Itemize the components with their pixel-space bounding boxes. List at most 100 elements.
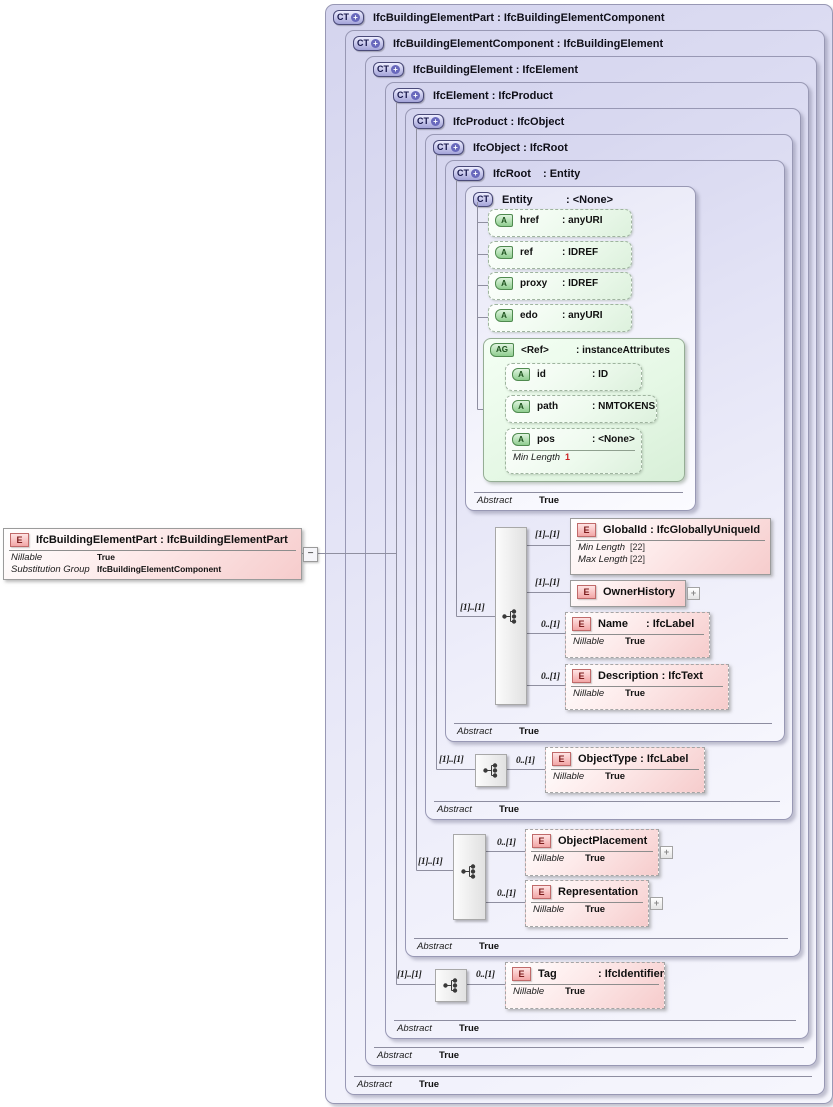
element-icon: E	[572, 669, 591, 683]
attribute-title: proxy: IDREF	[520, 278, 599, 289]
complex-type-badge-label: CT	[417, 116, 429, 126]
expand-icon: +	[431, 117, 440, 126]
sequence-group-ifcobject[interactable]	[475, 754, 507, 787]
complex-type-icon[interactable]: CT+	[353, 36, 384, 51]
expand-toggle[interactable]: +	[650, 897, 663, 910]
attribute-title: edo: anyURI	[520, 310, 603, 321]
attribute-box-href[interactable]: A href: anyURI	[488, 209, 632, 237]
element-title: ObjectType : IfcLabel	[578, 753, 689, 765]
type-box-header[interactable]: CT+ IfcBuildingElementComponent : IfcBui…	[353, 35, 663, 52]
type-box-header[interactable]: CT+ IfcProduct : IfcObject	[413, 113, 564, 130]
element-icon: E	[532, 885, 551, 899]
attribute-box-id[interactable]: A id: ID	[505, 363, 642, 391]
attribute-icon: A	[512, 400, 530, 413]
cardinality-label: [1]..[1]	[418, 857, 443, 867]
expand-icon: +	[351, 13, 360, 22]
type-box-header[interactable]: CT+ IfcElement : IfcProduct	[393, 87, 553, 104]
divider	[576, 540, 765, 541]
attribute-icon: A	[495, 277, 513, 290]
attribute-box-edo[interactable]: A edo: anyURI	[488, 304, 632, 332]
attribute-box-proxy[interactable]: A proxy: IDREF	[488, 272, 632, 300]
element-box-globalid[interactable]: E GlobalId : IfcGloballyUniqueId Min Len…	[570, 518, 771, 575]
attribute-icon: A	[495, 309, 513, 322]
complex-type-badge-label: CT	[337, 12, 349, 22]
type-title: IfcBuildingElement : IfcElement	[413, 63, 579, 76]
expand-toggle[interactable]: +	[660, 846, 673, 859]
type-box-header[interactable]: CT+ IfcBuildingElementPart : IfcBuilding…	[333, 9, 665, 26]
attribute-title: ref: IDREF	[520, 247, 599, 258]
complex-type-icon[interactable]: CT+	[453, 166, 484, 181]
complex-type-badge-label: CT	[397, 90, 409, 100]
divider	[511, 984, 659, 985]
cardinality-label: 0..[1]	[516, 756, 535, 766]
cardinality-label: [1]..[1]	[535, 578, 560, 588]
element-header: E IfcBuildingElementPart : IfcBuildingEl…	[4, 529, 301, 550]
attribute-group-icon: AG	[490, 343, 514, 357]
element-icon: E	[577, 585, 596, 599]
complex-type-icon[interactable]: CT+	[393, 88, 424, 103]
attribute-box-path[interactable]: A path: NMTOKENS	[505, 395, 657, 423]
sequence-icon	[483, 763, 498, 778]
element-title: GlobalId : IfcGloballyUniqueId	[603, 524, 761, 536]
sequence-group-ifcelement[interactable]	[435, 969, 467, 1002]
collapse-toggle[interactable]: −	[303, 547, 318, 562]
complex-type-icon[interactable]: CT+	[373, 62, 404, 77]
element-icon: E	[572, 617, 591, 631]
divider	[9, 550, 296, 551]
complex-type-icon[interactable]: CT+	[413, 114, 444, 129]
complex-type-icon[interactable]: CT+	[433, 140, 464, 155]
expand-toggle[interactable]: +	[687, 587, 700, 600]
element-title: Representation	[558, 886, 639, 898]
cardinality-label: [1]..[1]	[397, 970, 422, 980]
type-box-header[interactable]: CT+ IfcRoot: Entity	[453, 165, 580, 182]
element-title: Tag: IfcIdentifier	[538, 968, 665, 980]
facet-row: Max Length[22]	[578, 554, 646, 565]
cardinality-label: [1]..[1]	[535, 530, 560, 540]
element-title: OwnerHistory	[603, 586, 676, 598]
type-box-header[interactable]: CT+ IfcBuildingElement : IfcElement	[373, 61, 578, 78]
expand-icon: +	[451, 143, 460, 152]
type-box-header[interactable]: CT+ IfcObject : IfcRoot	[433, 139, 568, 156]
attribute-icon: A	[495, 214, 513, 227]
divider	[531, 851, 653, 852]
attribute-box-ref[interactable]: A ref: IDREF	[488, 241, 632, 269]
complex-type-icon[interactable]: CT+	[333, 10, 364, 25]
divider	[512, 450, 635, 451]
element-box-ownerhistory[interactable]: E OwnerHistory	[570, 580, 686, 607]
sequence-icon	[502, 609, 517, 624]
cardinality-label: 0..[1]	[541, 620, 560, 630]
element-icon: E	[10, 533, 29, 547]
divider	[531, 902, 643, 903]
element-icon: E	[577, 523, 596, 537]
element-title: ObjectPlacement	[558, 835, 648, 847]
complex-type-badge-label: CT	[437, 142, 449, 152]
cardinality-label: 0..[1]	[497, 838, 516, 848]
expand-icon: +	[371, 39, 380, 48]
type-title: IfcElement : IfcProduct	[433, 89, 553, 102]
attribute-icon: A	[495, 246, 513, 259]
element-box-ifcbuildingelementpart[interactable]: E IfcBuildingElementPart : IfcBuildingEl…	[3, 528, 302, 580]
attribute-title: pos: <None>	[537, 434, 635, 445]
cardinality-label: [1]..[1]	[460, 603, 485, 613]
type-box-header[interactable]: CT Entity: <None>	[473, 191, 613, 208]
sequence-icon	[461, 864, 476, 879]
cardinality-label: 0..[1]	[541, 672, 560, 682]
type-title: IfcObject : IfcRoot	[473, 141, 568, 154]
element-icon: E	[552, 752, 571, 766]
